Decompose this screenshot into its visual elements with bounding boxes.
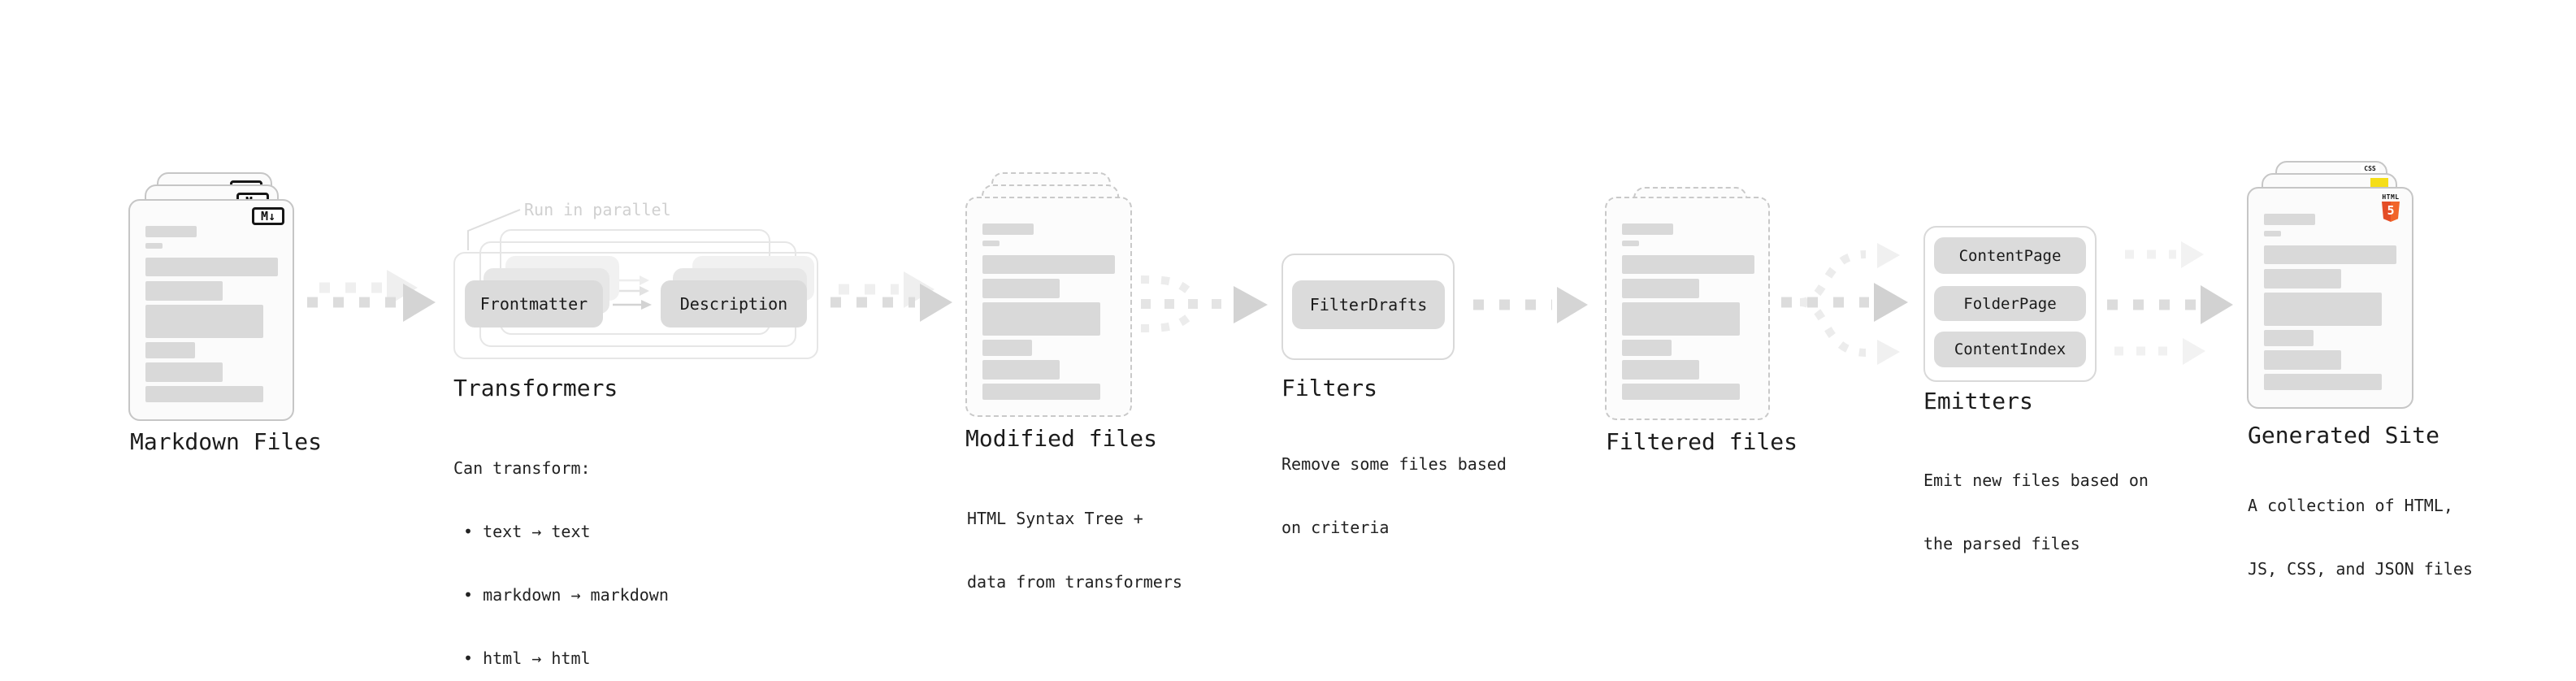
markdown-icon: M↓ (252, 207, 284, 225)
text-placeholder-bar (1622, 223, 1673, 235)
text-placeholder-bar (2264, 269, 2341, 288)
text-placeholder-bar (1622, 255, 1754, 274)
stage-title-filtered-files: Filtered files (1606, 428, 1798, 455)
text-placeholder-bar (982, 340, 1032, 356)
text-placeholder-bar (145, 258, 278, 276)
text-placeholder-bar (145, 362, 223, 382)
text-placeholder-bar (982, 255, 1115, 274)
text-placeholder-bar (2264, 231, 2281, 236)
desc-line: A collection of HTML, (2248, 496, 2453, 515)
javascript-icon (2370, 178, 2388, 187)
transformer-box-front (453, 252, 818, 359)
stage-desc-emitters: Emit new files based on the parsed files (1923, 427, 2149, 596)
text-placeholder-bar (2264, 245, 2396, 264)
run-in-parallel-note: Run in parallel (524, 200, 671, 219)
text-placeholder-bar (145, 305, 263, 338)
text-placeholder-bar (2264, 350, 2341, 370)
text-placeholder-bar (2264, 330, 2314, 346)
contentpage-node: ContentPage (1934, 237, 2086, 274)
text-placeholder-bar (1622, 340, 1672, 356)
desc-bullet: • html → html (463, 648, 591, 668)
desc-line: the parsed files (1923, 534, 2080, 553)
flow-arrows-emitters-to-generated (2107, 241, 2233, 365)
text-placeholder-bar (1622, 360, 1699, 380)
modified-file-card-front (965, 197, 1132, 417)
html5-icon: HTML 5 (2380, 194, 2401, 222)
text-placeholder-bar (982, 302, 1100, 336)
text-placeholder-bar (982, 223, 1034, 235)
flow-arrow-transformers-to-modified (830, 271, 952, 322)
desc-line: Can transform: (453, 458, 591, 478)
generated-html-file-card: HTML 5 (2247, 187, 2413, 409)
text-placeholder-bar (982, 241, 1000, 246)
desc-line: JS, CSS, and JSON files (2248, 559, 2473, 579)
text-placeholder-bar (1622, 384, 1740, 400)
text-placeholder-bar (2264, 214, 2315, 225)
stage-title-transformers: Transformers (453, 375, 618, 401)
description-node: Description (661, 280, 807, 327)
stage-title-markdown-files: Markdown Files (130, 428, 323, 455)
parallel-step-arrows (613, 275, 652, 310)
text-placeholder-bar (145, 281, 223, 301)
desc-line: Emit new files based on (1923, 471, 2149, 490)
filterdrafts-node: FilterDrafts (1292, 280, 1445, 329)
run-in-parallel-leader-line (467, 209, 521, 250)
flow-arrow-modified-to-filters-merge (1140, 275, 1268, 332)
flow-arrow-filters-to-filtered (1473, 287, 1588, 323)
stage-title-modified-files: Modified files (965, 425, 1158, 452)
stage-desc-filters: Remove some files based on criteria (1281, 411, 1507, 580)
stage-title-generated-site: Generated Site (2248, 422, 2440, 449)
markdown-file-card-front: M↓ (128, 199, 294, 421)
contentindex-node: ContentIndex (1934, 332, 2086, 367)
text-placeholder-bar (982, 384, 1100, 400)
frontmatter-node: Frontmatter (465, 280, 603, 327)
text-placeholder-bar (1622, 302, 1740, 336)
desc-line: Remove some files based (1281, 454, 1507, 474)
text-placeholder-bar (145, 226, 197, 237)
text-placeholder-bar (145, 386, 263, 402)
desc-line: on criteria (1281, 518, 1390, 537)
folderpage-node: FolderPage (1934, 286, 2086, 321)
stage-title-filters: Filters (1281, 375, 1378, 401)
text-placeholder-bar (145, 342, 195, 358)
text-placeholder-bar (1622, 241, 1639, 246)
text-placeholder-bar (982, 360, 1060, 380)
text-placeholder-bar (2264, 374, 2382, 390)
desc-bullet: • text → text (463, 522, 591, 541)
filtered-file-card-front (1605, 197, 1770, 420)
stage-desc-transformers: Can transform: • text → text • markdown … (453, 415, 669, 681)
text-placeholder-bar (2264, 293, 2382, 326)
text-placeholder-bar (145, 243, 163, 249)
flow-arrow-markdown-to-transformers (307, 270, 436, 322)
desc-line: data from transformers (967, 572, 1182, 592)
stage-desc-generated-site: A collection of HTML, JS, CSS, and JSON … (2248, 453, 2473, 622)
text-placeholder-bar (1622, 279, 1699, 298)
html5-icon-word: HTML (2382, 193, 2400, 201)
flow-arrow-filtered-to-emitters-fanout (1781, 243, 1908, 365)
text-placeholder-bar (982, 279, 1060, 298)
stage-desc-modified-files: HTML Syntax Tree + data from transformer… (967, 466, 1182, 635)
html5-icon-shield: 5 (2382, 202, 2400, 222)
stage-title-emitters: Emitters (1923, 388, 2033, 414)
desc-line: HTML Syntax Tree + (967, 509, 1143, 528)
desc-bullet: • markdown → markdown (463, 585, 669, 605)
